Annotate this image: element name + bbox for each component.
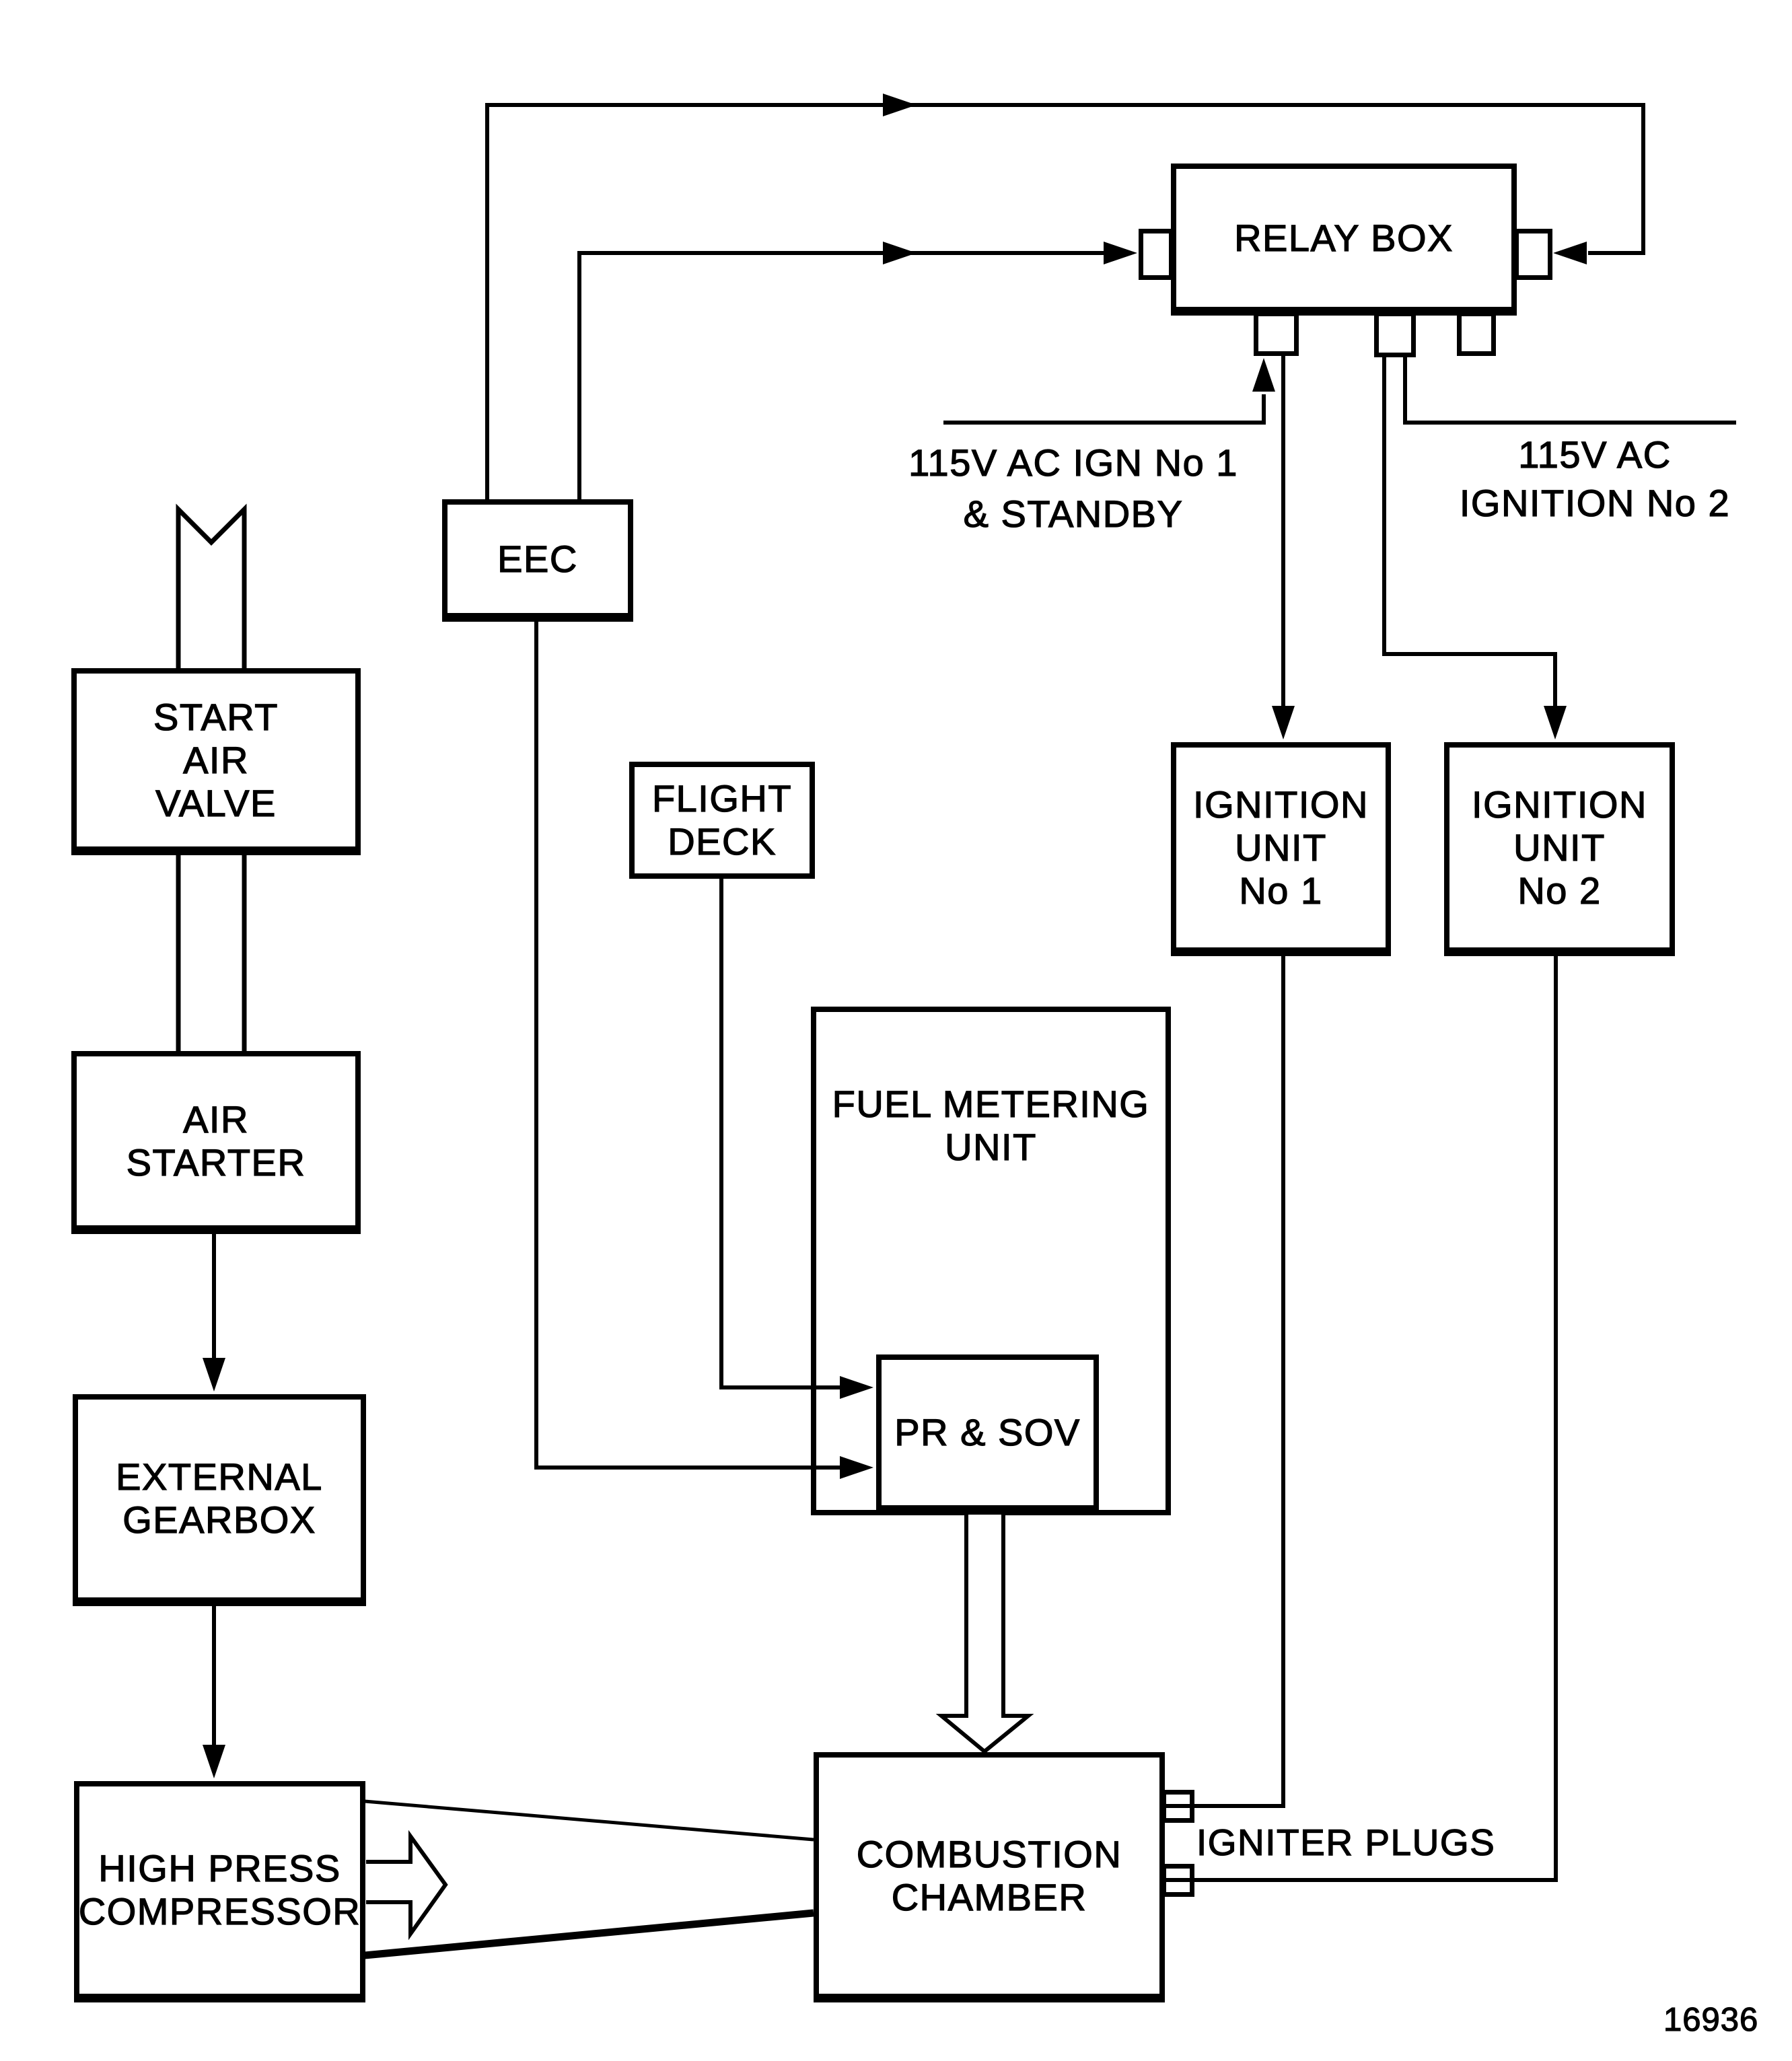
wire-supply2-feed: [1403, 357, 1736, 425]
flight-deck-box: FLIGHT DECK: [629, 762, 815, 879]
air-duct-upper-line: [364, 1799, 814, 1842]
high-press-compressor-line1: HIGH PRESS: [98, 1846, 341, 1889]
high-press-compressor-label: HIGH PRESS COMPRESSOR: [78, 1846, 361, 1933]
pr-and-sov-line: PR & SOV: [894, 1410, 1081, 1453]
external-gearbox-label: EXTERNAL GEARBOX: [116, 1455, 323, 1542]
relay-box-bottom-connector-3: [1457, 312, 1496, 356]
igniter-plugs-text: IGNITER PLUGS: [1196, 1821, 1496, 1863]
arrowhead-mid-line2-icon: [883, 242, 917, 264]
ignition-unit-2-line1: IGNITION: [1471, 783, 1647, 826]
fuel-metering-unit-line1: FUEL METERING: [832, 1082, 1150, 1125]
wire-eec-to-prsov: [534, 620, 843, 1470]
air-starter-line2: STARTER: [126, 1141, 306, 1184]
relay-box-bottom-connector-1: [1254, 312, 1299, 356]
wire-ignition1-to-igniter-plug: [1166, 954, 1285, 1808]
ignition-unit-2-line3: No 2: [1517, 869, 1602, 912]
relay-box-label: RELAY BOX: [1233, 216, 1454, 260]
air-starter-label: AIR STARTER: [126, 1097, 306, 1184]
relay-box-bottom-connector-2: [1374, 312, 1416, 357]
start-air-ribbon-icon: [176, 503, 247, 670]
supply-label-ign1-line1: 115V AC IGN No 1: [908, 441, 1238, 484]
ignition-unit-1-box: IGNITION UNIT No 1: [1171, 742, 1391, 956]
air-duct-lower-line: [364, 1909, 814, 1959]
pr-and-sov-box: PR & SOV: [876, 1354, 1099, 1514]
figure-number-text: 16936: [1663, 2001, 1759, 2038]
external-gearbox-box: EXTERNAL GEARBOX: [73, 1394, 366, 1606]
high-press-compressor-box: HIGH PRESS COMPRESSOR: [74, 1781, 365, 2002]
supply-label-ign2-line1: 115V AC: [1518, 433, 1672, 476]
ignition-unit-1-label: IGNITION UNIT No 1: [1192, 783, 1369, 912]
ignition-unit-2-box: IGNITION UNIT No 2: [1444, 742, 1675, 956]
arrowhead-top-line-icon: [883, 94, 917, 116]
arrowhead-into-relay-right-icon: [1553, 242, 1587, 264]
arrowhead-into-ignition2-icon: [1544, 706, 1567, 739]
supply-label-ign1-line2: & STANDBY: [963, 492, 1184, 535]
arrowhead-into-gearbox-icon: [203, 1358, 225, 1391]
start-air-valve-label: START AIR VALVE: [153, 695, 279, 825]
flight-deck-line1: FLIGHT: [651, 776, 793, 820]
relay-box-right-connector: [1514, 229, 1552, 280]
fuel-metering-unit-line2: UNIT: [945, 1125, 1037, 1168]
eec-box: EEC: [442, 499, 633, 622]
relay-box-label-line: RELAY BOX: [1233, 216, 1454, 259]
arrowhead-into-ignition1-icon: [1272, 706, 1295, 739]
fuel-metering-unit-label: FUEL METERING UNIT: [816, 1082, 1166, 1169]
igniter-plug-connector-bottom: [1161, 1864, 1194, 1897]
eec-label: EEC: [497, 537, 578, 581]
flight-deck-label: FLIGHT DECK: [651, 776, 793, 863]
relay-box-left-connector: [1139, 229, 1174, 280]
flight-deck-line2: DECK: [668, 820, 777, 863]
high-press-compressor-line2: COMPRESSOR: [78, 1889, 361, 1932]
igniter-plug-connector-top: [1161, 1790, 1194, 1823]
arrowhead-into-relay-left-icon: [1104, 242, 1137, 264]
ignition-unit-1-line2: UNIT: [1235, 826, 1327, 869]
figure-number: 16936: [1663, 1994, 1758, 2046]
start-air-valve-line3: VALVE: [155, 781, 277, 824]
combustion-chamber-line2: CHAMBER: [891, 1875, 1087, 1918]
relay-box: RELAY BOX: [1171, 164, 1517, 316]
ignition-unit-2-line2: UNIT: [1513, 826, 1606, 869]
supply-label-ign1: 115V AC IGN No 1 & STANDBY: [895, 437, 1252, 540]
ignition-unit-2-label: IGNITION UNIT No 2: [1471, 783, 1647, 912]
igniter-plugs-label: IGNITER PLUGS: [1196, 1817, 1495, 1868]
compressor-air-arrow-icon: [366, 1830, 448, 1941]
arrowhead-into-compressor-icon: [203, 1745, 225, 1778]
fuel-flow-arrow-icon: [935, 1515, 1034, 1754]
wire-relay-to-ignition2: [1382, 357, 1557, 709]
eec-label-line: EEC: [497, 537, 578, 580]
wire-ignition2-to-igniter-plug: [1166, 954, 1558, 1882]
external-gearbox-line2: GEARBOX: [122, 1498, 316, 1541]
air-starter-line1: AIR: [182, 1097, 249, 1141]
start-air-valve-box: START AIR VALVE: [71, 668, 361, 855]
combustion-chamber-box: COMBUSTION CHAMBER: [814, 1752, 1165, 2002]
start-air-valve-line2: AIR: [182, 738, 249, 781]
supply-label-ign2-line2: IGNITION No 2: [1459, 481, 1731, 524]
wire-supply1-feed: [943, 394, 1266, 425]
ignition-unit-1-line3: No 1: [1239, 869, 1323, 912]
supply-label-ign2: 115V AC IGNITION No 2: [1450, 431, 1740, 528]
combustion-chamber-line1: COMBUSTION: [856, 1832, 1122, 1875]
start-air-valve-line1: START: [153, 695, 279, 738]
air-starter-box: AIR STARTER: [71, 1051, 361, 1234]
arrowhead-supply1-up-icon: [1252, 358, 1275, 392]
external-gearbox-line1: EXTERNAL: [116, 1455, 323, 1498]
combustion-chamber-label: COMBUSTION CHAMBER: [856, 1832, 1122, 1919]
ignition-unit-1-line1: IGNITION: [1192, 783, 1369, 826]
pr-and-sov-label: PR & SOV: [894, 1410, 1081, 1454]
start-air-ribbon-lower: [176, 853, 247, 1052]
